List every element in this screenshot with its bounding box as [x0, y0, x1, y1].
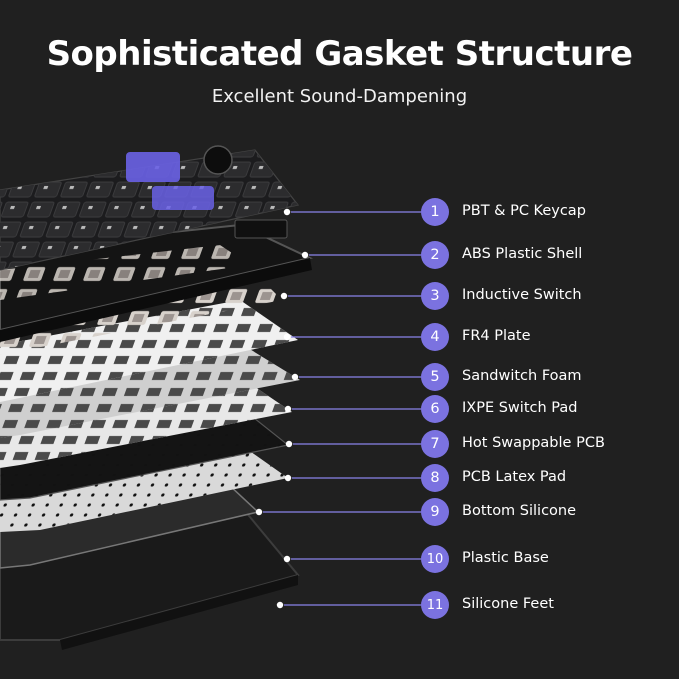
- leader-dot: [284, 474, 292, 482]
- layer-label: PCB Latex Pad: [462, 469, 567, 485]
- layer-number-badge: 6: [421, 395, 449, 423]
- layer-label: Inductive Switch: [462, 287, 582, 303]
- leader-lines: [255, 208, 421, 609]
- layer-label: IXPE Switch Pad: [462, 400, 578, 416]
- fr4-plate-layer: [0, 300, 298, 402]
- layer-number-badge: 4: [421, 323, 449, 351]
- layer-number-badge: 9: [421, 498, 449, 526]
- keycap-layer: [0, 145, 300, 271]
- leader-dot: [283, 208, 291, 216]
- layer-number-badge: 5: [421, 363, 449, 391]
- leader-dot: [283, 333, 291, 341]
- leader-dot: [255, 508, 263, 516]
- layer-label: Hot Swappable PCB: [462, 435, 605, 451]
- leader-dot: [280, 292, 288, 300]
- leader-dot: [291, 373, 299, 381]
- translucent-keycap: [126, 152, 180, 182]
- leader-dot: [301, 251, 309, 259]
- layer-label: Bottom Silicone: [462, 503, 577, 519]
- layer-number-badge: 7: [421, 430, 449, 458]
- layer-number-badge: 2: [421, 241, 449, 269]
- translucent-keycap: [152, 186, 214, 210]
- layer-number-badge: 10: [421, 545, 449, 573]
- layer-number-badge: 11: [421, 591, 449, 619]
- layer-number-badge: 8: [421, 464, 449, 492]
- layer-label: Sandwitch Foam: [462, 368, 582, 384]
- leader-dot: [283, 555, 291, 563]
- layer-label: ABS Plastic Shell: [462, 246, 583, 262]
- layer-number-badge: 3: [421, 282, 449, 310]
- volume-knob: [203, 145, 233, 175]
- layer-label: Plastic Base: [462, 550, 549, 566]
- layer-label: FR4 Plate: [462, 328, 531, 344]
- layer-number-badge: 1: [421, 198, 449, 226]
- layer-label: PBT & PC Keycap: [462, 203, 586, 219]
- page-subtitle: Excellent Sound-Dampening: [211, 86, 468, 107]
- leader-dot: [285, 440, 293, 448]
- sandwich-foam-layer: [0, 340, 300, 438]
- layer-label: Silicone Feet: [462, 596, 554, 612]
- page-title: Sophisticated Gasket Structure: [46, 34, 633, 74]
- leader-dot: [276, 601, 284, 609]
- leader-dot: [284, 405, 292, 413]
